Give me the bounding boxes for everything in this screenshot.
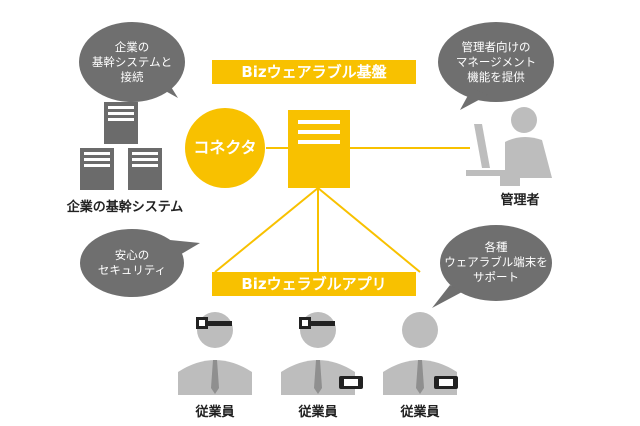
employee-label: 従業員 <box>400 405 440 420</box>
bubble-enterprise <box>79 22 185 102</box>
admin-label: 管理者 <box>500 193 540 208</box>
bubble-management <box>438 22 554 110</box>
connector-circle <box>185 108 265 188</box>
employee-label: 従業員 <box>298 405 338 420</box>
bubble-support-text: 各種 ウェアラブル端末を サポート <box>444 240 548 284</box>
server-icon <box>104 102 138 144</box>
server-icon <box>80 148 114 190</box>
bubble-enterprise-text: 企業の 基幹システムと 接続 <box>91 40 173 84</box>
admin-figure-icon <box>466 107 552 186</box>
connector-label: コネクタ <box>193 138 257 157</box>
server-icon <box>128 148 162 190</box>
handheld-device-icon <box>339 376 363 389</box>
employee-figure-icon <box>281 312 363 395</box>
employee-figure-icon <box>178 312 252 395</box>
connection-lines <box>214 147 470 273</box>
enterprise-system-label: 企業の基幹システム <box>66 200 184 215</box>
bubble-security <box>80 229 200 297</box>
platform-banner: Bizウェアラブル基盤 <box>212 60 416 84</box>
employee-figure-icon <box>383 312 458 395</box>
smart-glasses-icon <box>196 317 232 329</box>
smart-glasses-icon <box>299 317 335 329</box>
apps-banner: Bizウェラブルアプリ <box>212 272 416 296</box>
bubble-management-text: 管理者向けの マネージメント 機能を提供 <box>455 40 537 84</box>
handheld-device-icon <box>434 376 458 389</box>
employee-label: 従業員 <box>195 405 235 420</box>
bubble-security-text: 安心の セキュリティ <box>97 248 167 277</box>
bubble-support <box>432 225 552 308</box>
platform-server-icon <box>288 110 350 188</box>
